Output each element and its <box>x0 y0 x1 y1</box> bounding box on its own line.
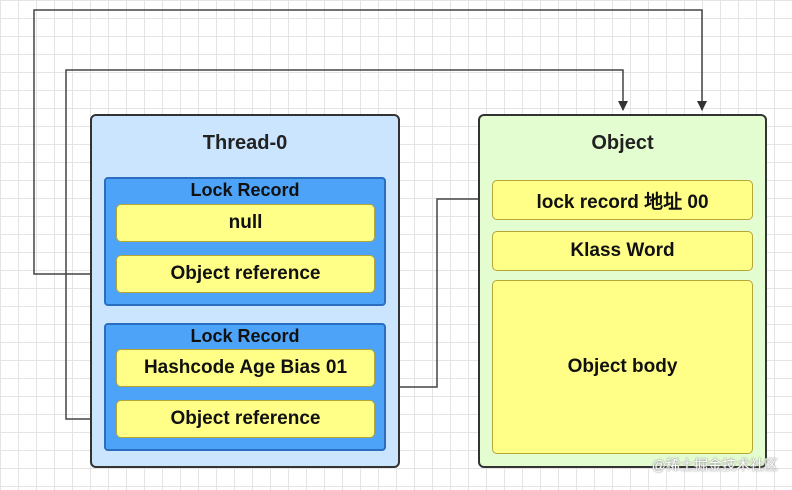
watermark: @稀土掘金技术社区 <box>651 457 778 473</box>
object-title: Object <box>591 132 654 154</box>
lock-record-2-object-reference: Object reference <box>116 400 375 438</box>
lock-record-1-object-reference: Object reference <box>116 255 375 293</box>
object-mark-word: lock record 地址 00 <box>492 180 753 220</box>
lock-record-2-value: Hashcode Age Bias 01 <box>116 349 375 387</box>
object-body: Object body <box>492 280 753 454</box>
lock-record-1-value: null <box>116 204 375 242</box>
lock-record-address-arrow <box>389 198 492 392</box>
reference-1-arrow <box>33 9 707 275</box>
object-klass-word: Klass Word <box>492 231 753 271</box>
lock-record-2-title: Lock Record <box>190 326 300 346</box>
lock-record-1-title: Lock Record <box>190 180 300 200</box>
reference-2-arrow <box>65 69 628 420</box>
thread-title: Thread-0 <box>202 132 288 154</box>
